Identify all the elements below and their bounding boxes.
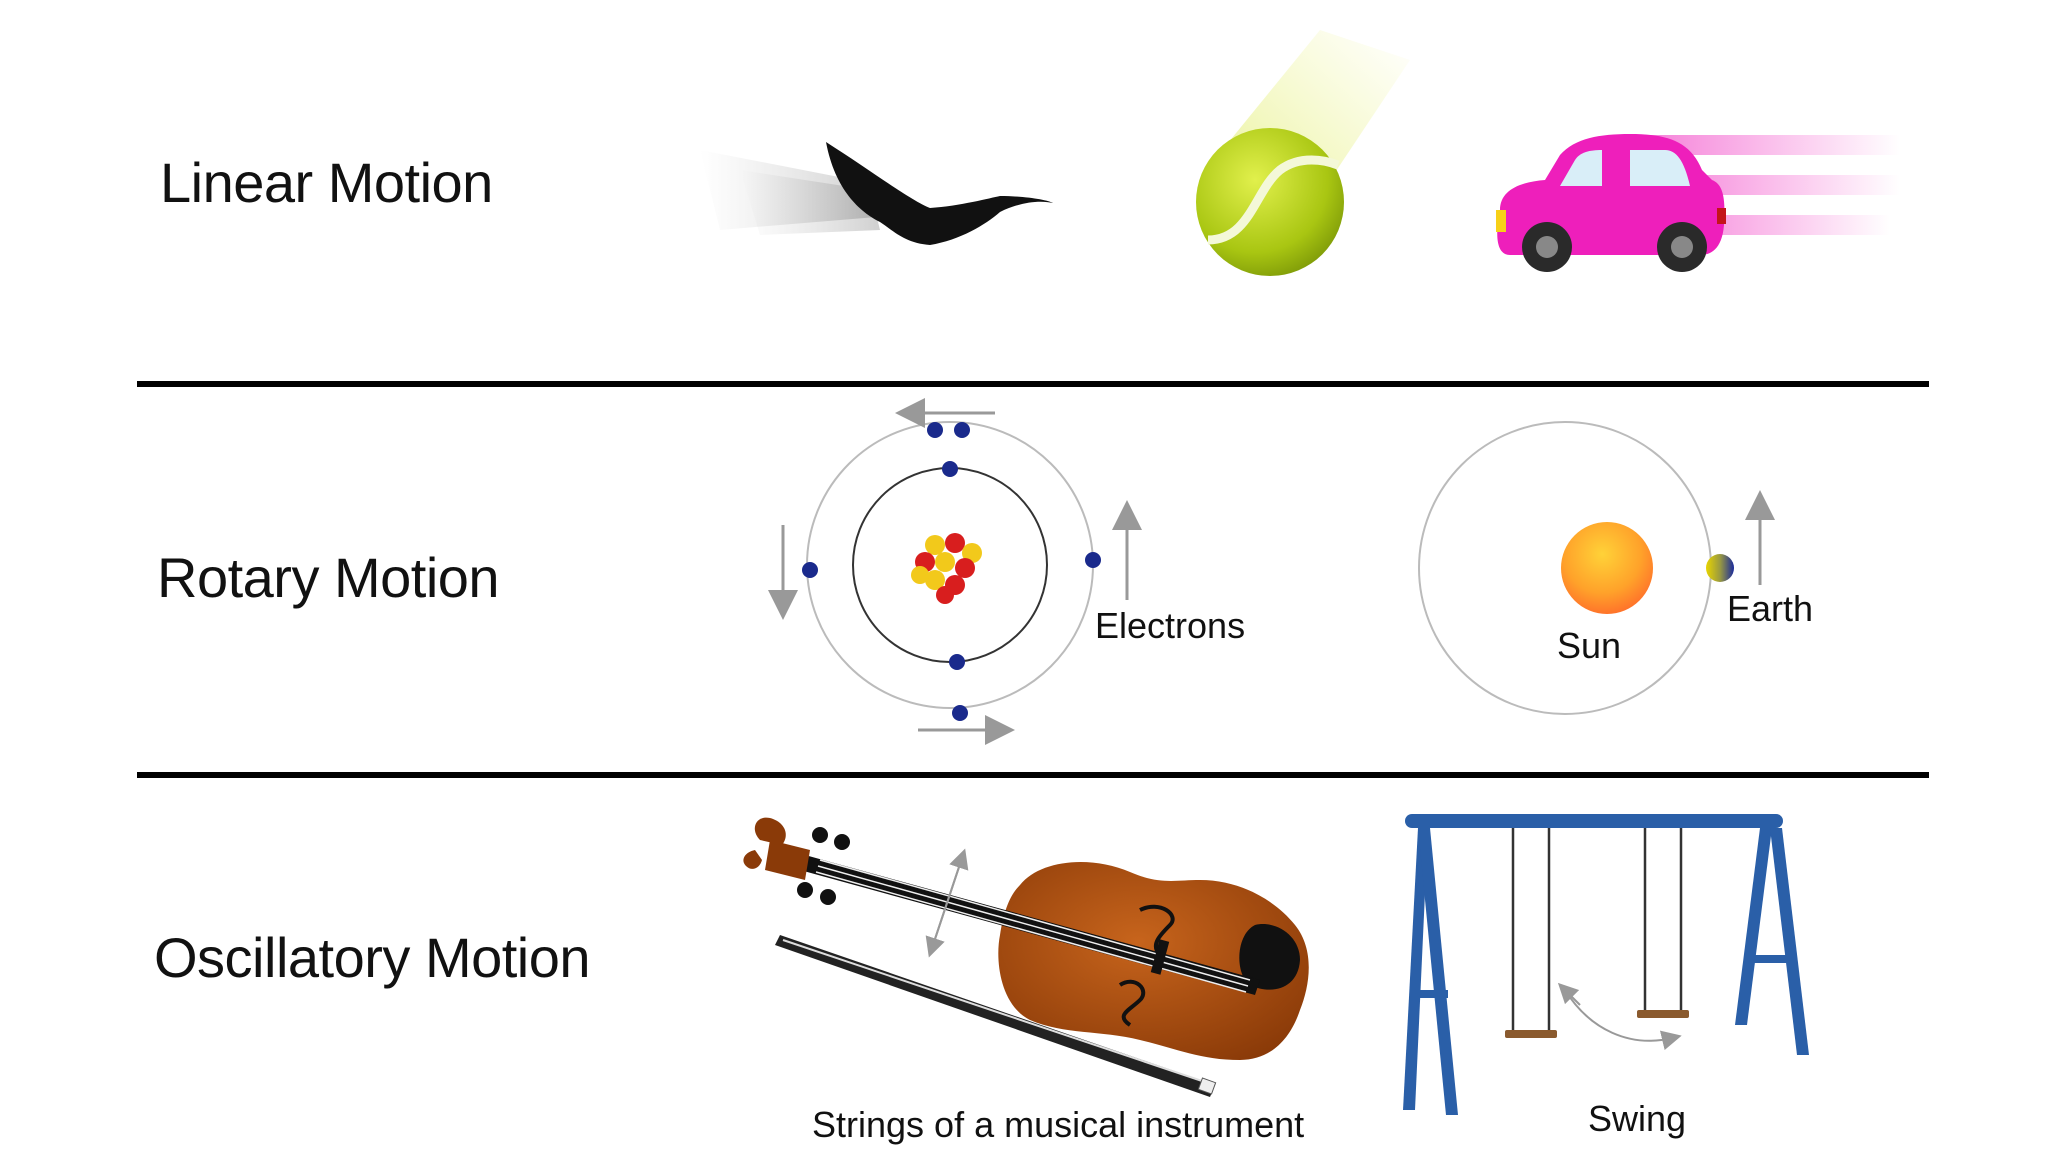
nucleus (911, 533, 982, 604)
violin-icon (743, 818, 1308, 1097)
swing-seat (1505, 1030, 1557, 1038)
electron (954, 422, 970, 438)
electron (802, 562, 818, 578)
swing-seat (1637, 1010, 1689, 1018)
car-icon (1496, 134, 1900, 272)
electron (952, 705, 968, 721)
tennis-ball-icon (1196, 30, 1410, 276)
electron (949, 654, 965, 670)
atom-icon (783, 413, 1127, 730)
electron (1085, 552, 1101, 568)
earth-icon (1706, 554, 1734, 582)
bird-icon (700, 142, 1053, 245)
swing-set-icon (1403, 814, 1809, 1115)
sun-icon (1561, 522, 1653, 614)
electron (942, 461, 958, 477)
solar-orbit-icon (1419, 422, 1760, 714)
electron (927, 422, 943, 438)
